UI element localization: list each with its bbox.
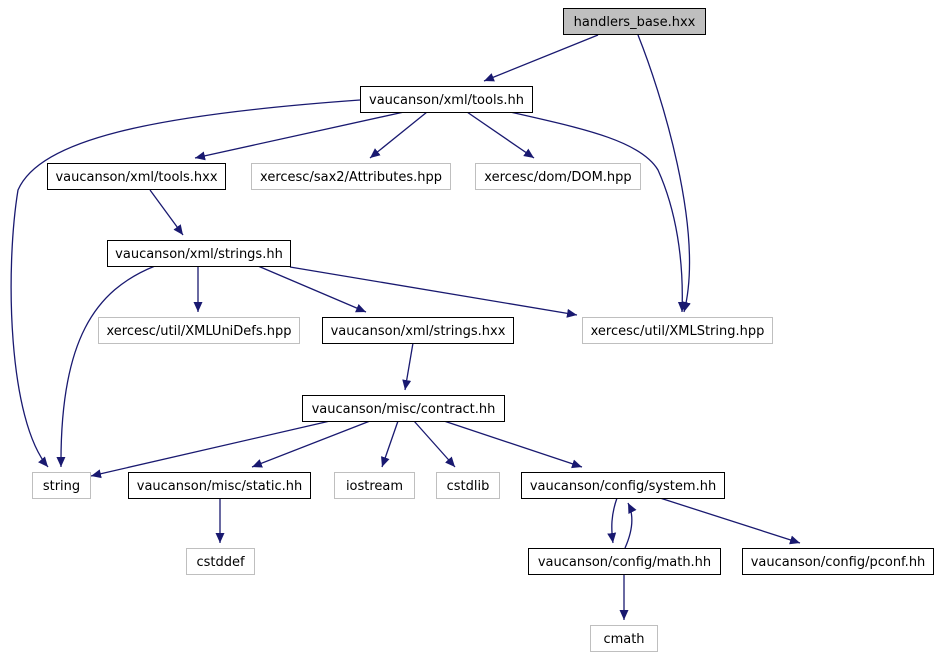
node-tools_hxx[interactable]: vaucanson/xml/tools.hxx	[47, 163, 226, 190]
node-label: xercesc/sax2/Attributes.hpp	[260, 170, 442, 185]
node-box	[528, 548, 721, 575]
node-label: xercesc/dom/DOM.hpp	[484, 170, 631, 185]
node-string: string	[32, 472, 91, 499]
edge-math-to-system	[624, 502, 637, 549]
edge-contract-to-iostream	[381, 420, 399, 468]
node-label: xercesc/util/XMLString.hpp	[591, 324, 765, 339]
node-system[interactable]: vaucanson/config/system.hh	[521, 472, 725, 499]
node-label: vaucanson/xml/tools.hh	[369, 93, 524, 108]
edge-tools_hh-to-tools_hxx	[194, 111, 405, 161]
node-xmlstring: xercesc/util/XMLString.hpp	[582, 317, 773, 344]
node-label: handlers_base.hxx	[574, 15, 696, 30]
node-box	[98, 317, 300, 344]
node-label: vaucanson/config/pconf.hh	[751, 555, 926, 570]
edge-system-to-pconf	[659, 497, 801, 545]
node-box	[582, 317, 773, 344]
node-box	[32, 472, 91, 499]
node-box	[107, 240, 291, 267]
node-label: cstddef	[196, 555, 245, 570]
node-box	[742, 548, 934, 575]
node-box	[360, 86, 533, 113]
node-static_hh[interactable]: vaucanson/misc/static.hh	[128, 472, 311, 499]
edge-strings_hh-to-string	[56, 265, 156, 468]
node-label: vaucanson/misc/contract.hh	[312, 402, 496, 417]
node-box	[322, 317, 514, 344]
node-label: cstdlib	[447, 479, 490, 494]
edges-layer	[10, 34, 801, 620]
node-label: vaucanson/config/math.hh	[538, 555, 711, 570]
node-label: string	[43, 479, 80, 494]
node-math[interactable]: vaucanson/config/math.hh	[528, 548, 721, 575]
node-box	[186, 548, 255, 575]
node-box	[475, 163, 641, 190]
node-tools_hh[interactable]: vaucanson/xml/tools.hh	[360, 86, 533, 113]
node-label: vaucanson/misc/static.hh	[137, 479, 302, 494]
node-dom: xercesc/dom/DOM.hpp	[475, 163, 641, 190]
nodes-layer: handlers_base.hxx vaucanson/xml/tools.hh v…	[32, 8, 934, 652]
edge-system-to-math	[607, 497, 618, 544]
node-strings_hh[interactable]: vaucanson/xml/strings.hh	[107, 240, 291, 267]
edge-strings_hh-to-xmlstring	[289, 266, 578, 318]
node-box	[436, 472, 500, 499]
edge-tools_hh-to-xmlstring	[509, 111, 687, 313]
node-label: xercesc/util/XMLUniDefs.hpp	[106, 324, 291, 339]
edge-tools_hh-to-dom	[466, 111, 535, 159]
node-label: iostream	[346, 479, 403, 494]
node-box	[590, 625, 658, 652]
node-attributes: xercesc/sax2/Attributes.hpp	[251, 163, 451, 190]
node-box	[302, 395, 505, 422]
node-label: vaucanson/xml/strings.hh	[115, 247, 283, 262]
node-box	[334, 472, 415, 499]
node-box	[47, 163, 226, 190]
node-box	[521, 472, 725, 499]
node-pconf[interactable]: vaucanson/config/pconf.hh	[742, 548, 934, 575]
node-iostream: iostream	[334, 472, 415, 499]
node-label: vaucanson/xml/strings.hxx	[331, 324, 506, 339]
node-label: vaucanson/config/system.hh	[530, 479, 716, 494]
edge-strings_hh-to-strings_hxx	[257, 265, 367, 313]
edge-tools_hh-to-string	[10, 99, 361, 468]
node-cstddef: cstddef	[186, 548, 255, 575]
node-xmlunidefs: xercesc/util/XMLUniDefs.hpp	[98, 317, 300, 344]
node-box	[128, 472, 311, 499]
node-contract[interactable]: vaucanson/misc/contract.hh	[302, 395, 505, 422]
node-handlers_base: handlers_base.hxx	[563, 8, 706, 35]
edge-contract-to-static_hh	[251, 420, 371, 468]
edge-handlers_base-to-xmlstring	[637, 34, 691, 313]
node-label: cmath	[603, 632, 644, 647]
edge-contract-to-cstdlib	[413, 420, 456, 468]
node-strings_hxx[interactable]: vaucanson/xml/strings.hxx	[322, 317, 514, 344]
edge-contract-to-string	[90, 420, 331, 479]
edge-tools_hh-to-attributes	[369, 111, 428, 159]
edge-tools_hxx-to-strings_hh	[149, 189, 184, 236]
node-box	[251, 163, 451, 190]
node-cmath: cmath	[590, 625, 658, 652]
node-box	[563, 8, 706, 35]
edge-contract-to-system	[443, 420, 583, 469]
node-label: vaucanson/xml/tools.hxx	[55, 170, 217, 185]
node-cstdlib: cstdlib	[436, 472, 500, 499]
edge-strings_hxx-to-contract	[402, 342, 414, 391]
edge-handlers_base-to-tools_hh	[483, 34, 599, 82]
